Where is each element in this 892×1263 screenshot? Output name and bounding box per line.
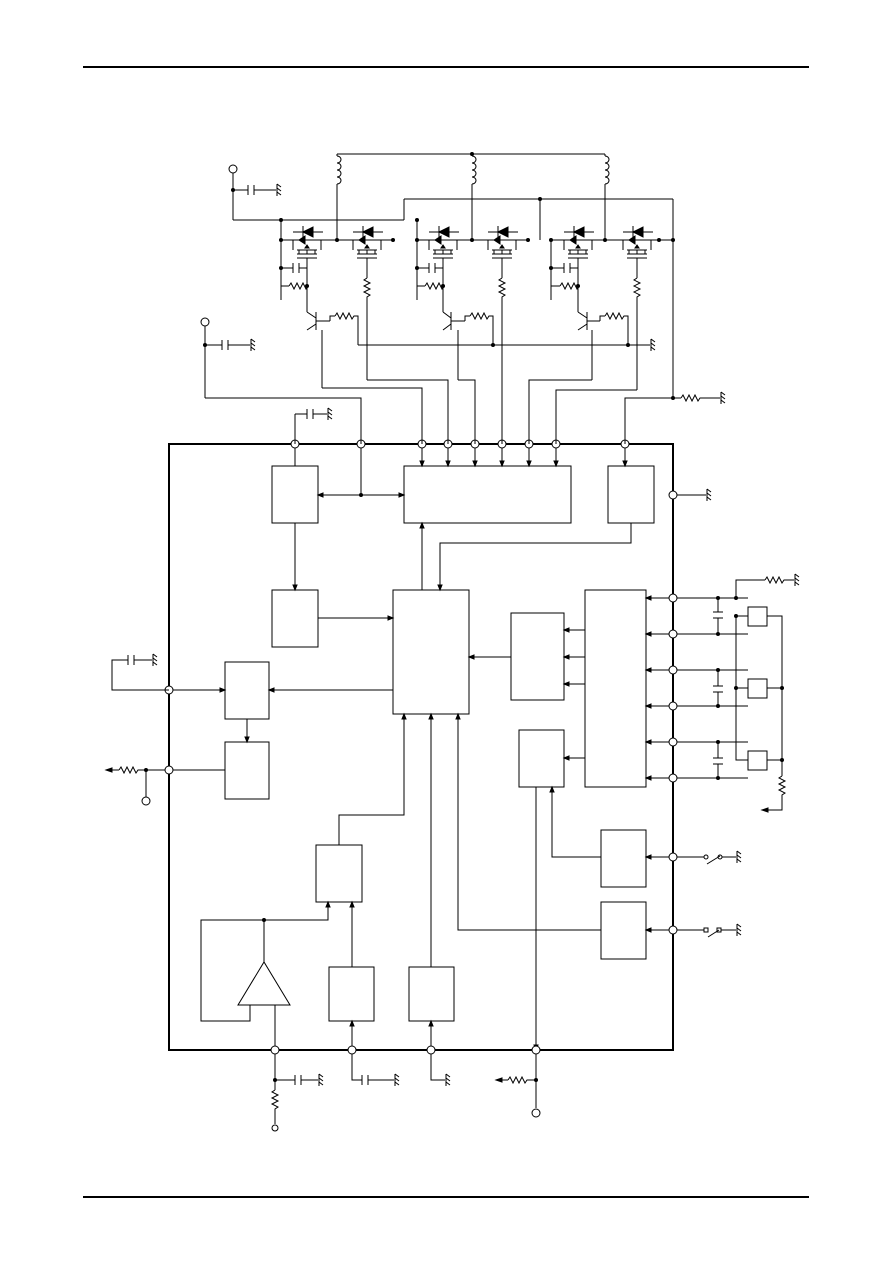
hall-sensor-icon bbox=[747, 678, 768, 699]
bottom-block-2 bbox=[408, 966, 455, 1022]
mid-bottom-block bbox=[315, 844, 363, 903]
ic-pins bbox=[164, 439, 678, 1055]
bottom-external bbox=[271, 1054, 541, 1132]
hall-sensor-icon bbox=[747, 606, 768, 627]
hall-sensors bbox=[677, 573, 800, 813]
ic-boundary bbox=[168, 443, 674, 1051]
external-power-stage bbox=[200, 152, 726, 502]
mid-left-block bbox=[271, 589, 319, 648]
top-right-block bbox=[607, 465, 655, 524]
hall-comparator-block bbox=[584, 589, 647, 788]
op-amp-icon bbox=[237, 961, 291, 1006]
control-logic-block bbox=[392, 589, 470, 715]
switch-block-1 bbox=[600, 829, 647, 888]
internal-wiring bbox=[169, 444, 673, 1052]
switch-inputs bbox=[677, 850, 742, 938]
switch-icon bbox=[706, 855, 721, 865]
header-rule bbox=[83, 66, 809, 68]
left-lower-block bbox=[224, 741, 270, 800]
switch-icon bbox=[707, 929, 720, 938]
fet-group-2 bbox=[415, 226, 530, 380]
left-upper-block bbox=[224, 661, 270, 720]
footer-rule bbox=[83, 1196, 809, 1198]
driver-block bbox=[403, 465, 572, 524]
hall-sensor-icon bbox=[747, 750, 768, 771]
hall-interface-block bbox=[510, 612, 565, 701]
bottom-block-1 bbox=[328, 966, 375, 1022]
left-external bbox=[104, 653, 169, 806]
hall-right-block bbox=[518, 729, 565, 788]
top-left-block bbox=[271, 465, 319, 524]
switch-block-2 bbox=[600, 901, 647, 960]
fet-group-1 bbox=[279, 226, 395, 380]
transistor-icon bbox=[306, 311, 629, 388]
fet-group-3 bbox=[549, 226, 675, 390]
